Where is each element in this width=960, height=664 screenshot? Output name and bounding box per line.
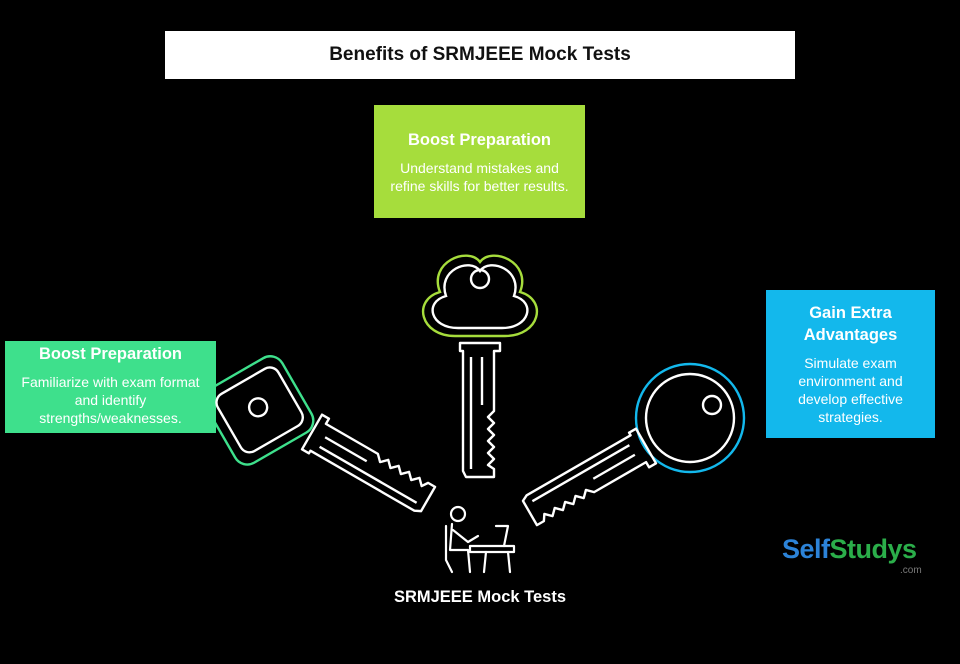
card-boost-preparation-left: Boost Preparation Familiarize with exam … bbox=[5, 341, 216, 433]
key-icon-right bbox=[634, 362, 746, 474]
card-left-text: Familiarize with exam format and identif… bbox=[21, 374, 200, 426]
center-label: SRMJEEE Mock Tests bbox=[393, 588, 567, 606]
card-boost-preparation-top: Boost Preparation Understand mistakes an… bbox=[374, 105, 585, 218]
logo-part-self: Self bbox=[782, 534, 830, 564]
card-gain-extra-advantages: Gain Extra Advantages Simulate exam envi… bbox=[766, 290, 935, 438]
logo-part-studys: Studys bbox=[829, 534, 918, 564]
logo-suffix: .com bbox=[900, 565, 922, 576]
card-top-text: Understand mistakes and refine skills fo… bbox=[390, 159, 569, 194]
diagram-title: Benefits of SRMJEEE Mock Tests bbox=[165, 31, 795, 79]
card-right-text: Simulate exam environment and develop ef… bbox=[798, 355, 903, 425]
card-left-title: Boost Preparation bbox=[38, 345, 183, 363]
key-icon-top bbox=[422, 254, 538, 479]
card-top-title: Boost Preparation bbox=[407, 130, 552, 149]
student-at-desk-icon bbox=[444, 505, 516, 574]
diagram-title-text: Benefits of SRMJEEE Mock Tests bbox=[329, 44, 631, 65]
key-icon-left bbox=[203, 355, 315, 466]
card-right-title: Gain Extra Advantages bbox=[803, 304, 898, 344]
key-icon-left-shaft bbox=[300, 413, 440, 518]
selfstudys-logo: SelfStudys .com bbox=[782, 534, 932, 576]
key-icon-right-shaft bbox=[518, 427, 658, 532]
